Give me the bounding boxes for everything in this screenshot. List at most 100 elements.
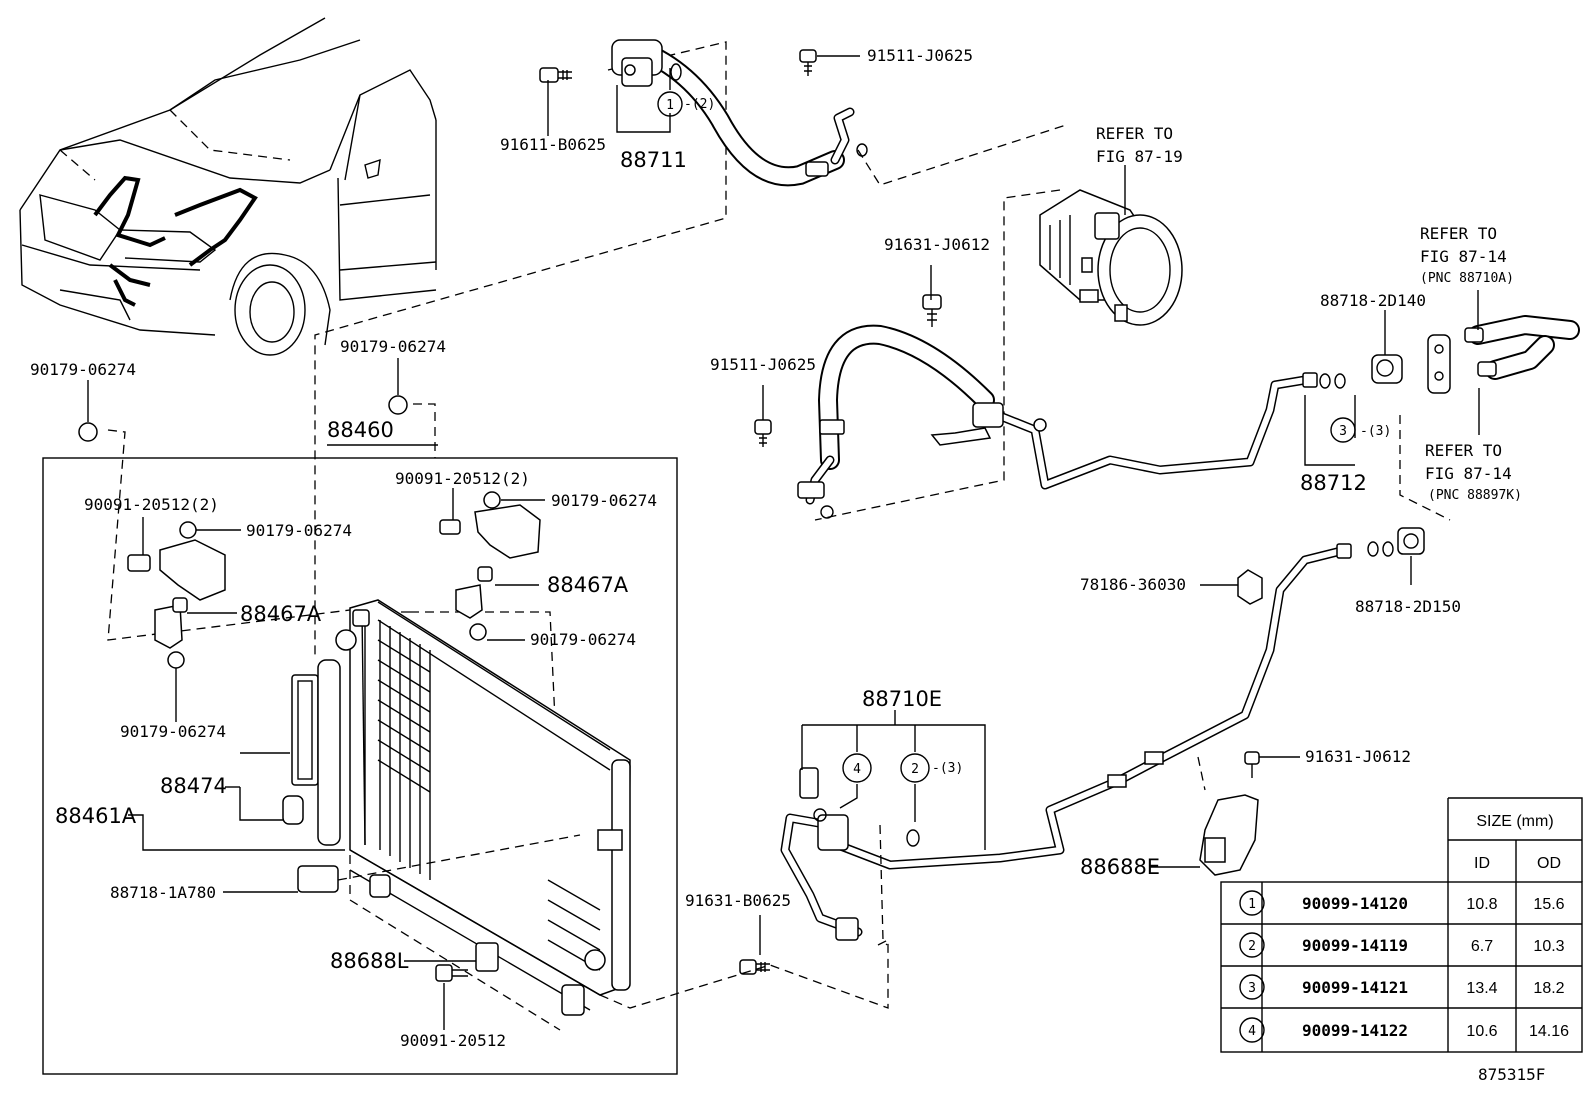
label-90179-06274-b: 90179-06274 [340,337,446,356]
bolt-91611-b0625 [539,67,572,83]
size-table-part: 90099-14121 [1302,978,1408,997]
label-88712: 88712 [1300,471,1367,495]
label-90179-06274-c: 90179-06274 [246,521,352,540]
callout-circle-1-label: 1 [666,98,674,113]
size-table-part: 90099-14120 [1302,894,1408,913]
bolt-91511-j0625-mid [754,419,772,447]
bolt-91511-j0625-top [799,49,817,76]
label-88460: 88460 [327,418,394,442]
size-table-key: 2 [1248,939,1256,954]
callout-circle-4-label: 4 [853,762,861,777]
label-91631-j0612-bottom: 91631-J0612 [1305,747,1411,766]
size-table-row: 2 90099-14119 6.7 10.3 [1239,932,1565,958]
label-88710e: 88710E [862,687,942,711]
label-78186-36030: 78186-36030 [1080,575,1186,594]
label-88710e-seal: -(3) [932,761,963,776]
label-88461a: 88461A [55,804,137,828]
size-table-od: 14.16 [1529,1023,1569,1040]
callout-circles: 1 3 4 2 [657,91,1356,783]
size-table-key: 3 [1248,981,1256,996]
label-88718-1a780: 88718-1A780 [110,883,216,902]
label-88467a-right: 88467A [547,573,629,597]
label-90179-06274-f: 90179-06274 [120,722,226,741]
size-table-key: 4 [1248,1024,1256,1039]
label-91631-j0612-top: 91631-J0612 [884,235,990,254]
car-illustration [19,17,437,356]
bracket-88688l [435,942,499,982]
size-table-part: 90099-14122 [1302,1021,1408,1040]
size-table-id: 13.4 [1466,980,1497,997]
nut-90179-06274-outer [78,422,98,442]
size-table-id: 10.6 [1466,1023,1497,1040]
size-table-header-id: ID [1474,855,1490,872]
bracket-88688e [1197,756,1259,876]
right-fittings [1367,315,1580,557]
size-table: SIZE (mm) ID OD 1 90099-14120 10.8 15.6 … [1220,797,1583,1053]
label-88467a-left: 88467A [240,602,322,626]
label-91611-b0625: 91611-B0625 [500,135,606,154]
label-88474: 88474 [160,774,227,798]
part-labels: 91611-B0625 88711 -(2) 91511-J0625 REFER… [30,46,1545,1084]
bracket-left [127,521,226,669]
label-refer-87-14b-a: REFER TO [1425,441,1502,460]
label-91631-b0625: 91631-B0625 [685,891,791,910]
compressor [814,189,1183,521]
discharge-hose-88711 [314,39,1067,660]
callout-circle-4 [842,753,872,783]
size-table-row: 4 90099-14122 10.6 14.16 [1239,1017,1569,1043]
bolt-91631-b0625 [739,959,770,975]
size-table-od: 18.2 [1533,980,1564,997]
label-91511-j0625-mid: 91511-J0625 [710,355,816,374]
label-refer-87-14b-c: (PNC 88897K) [1428,488,1522,503]
sensor-88718-1a780 [297,834,581,893]
bolt-91631-j0612-top [922,294,942,327]
label-91511-j0625-top: 91511-J0625 [867,46,973,65]
size-table-key: 1 [1248,897,1256,912]
label-88712-seal: -(3) [1360,424,1391,439]
size-table-id: 6.7 [1471,938,1493,955]
size-table-od: 15.6 [1533,896,1564,913]
label-90179-06274-e: 90179-06274 [530,630,636,649]
size-table-row: 1 90099-14120 10.8 15.6 [1239,890,1565,916]
label-88718-2d150: 88718-2D150 [1355,597,1461,616]
callout-circle-3-label: 3 [1339,424,1347,439]
label-88711: 88711 [620,148,687,172]
label-90179-06274-d: 90179-06274 [551,491,657,510]
label-refer-87-14a-a: REFER TO [1420,224,1497,243]
clamp-78186-36030 [1237,569,1263,605]
receiver-88474 [282,659,341,846]
condenser-assembly [42,395,771,1075]
bolt-91631-j0612-bottom [1244,751,1260,778]
size-table-part: 90099-14119 [1302,936,1408,955]
nut-90179-06274-top [388,395,408,415]
size-table-id: 10.8 [1466,896,1497,913]
label-refer-87-19-a: REFER TO [1096,124,1173,143]
label-refer-87-14a-b: FIG 87-14 [1420,247,1507,266]
label-88688l: 88688L [330,949,409,973]
size-table-od: 10.3 [1533,938,1564,955]
bracket-right [439,491,541,641]
suction-hose [754,294,1346,519]
callout-circle-3-mid [1330,417,1356,443]
size-table-header-od: OD [1537,855,1561,872]
size-table-row: 3 90099-14121 13.4 18.2 [1239,974,1565,1000]
condenser-fins [377,620,601,971]
callout-circle-2-label: 2 [911,762,919,777]
label-88718-2d140: 88718-2D140 [1320,291,1426,310]
label-90091-20512: 90091-20512 [400,1031,506,1050]
size-table-title: SIZE (mm) [1476,813,1553,830]
liquid-pipe-88710e [739,543,1352,1009]
label-fig-code: 875315F [1478,1065,1545,1084]
label-refer-87-14a-c: (PNC 88710A) [1420,271,1514,286]
callout-circle-2 [900,753,930,783]
label-88688e: 88688E [1080,855,1160,879]
label-90091-20512-2-left: 90091-20512(2) [84,495,219,514]
label-refer-87-19-b: FIG 87-19 [1096,147,1183,166]
callout-circle-1-top [657,91,683,117]
label-refer-87-14b-b: FIG 87-14 [1425,464,1512,483]
label-90091-20512-2-right: 90091-20512(2) [395,469,530,488]
leader-lines [87,55,1480,1030]
label-88711-seal: -(2) [684,97,715,112]
label-90179-06274-a: 90179-06274 [30,360,136,379]
